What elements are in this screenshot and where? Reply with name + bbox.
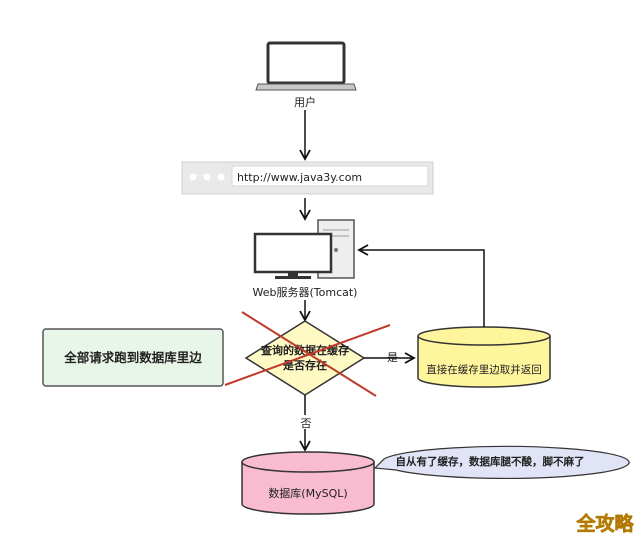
server-label: Web服务器(Tomcat) [253, 286, 358, 299]
decision-label-line1: 查询的数据在缓存 [261, 343, 349, 357]
no-label: 否 [301, 417, 312, 430]
all-requests-to-db-label: 全部请求跑到数据库里边 [63, 350, 202, 365]
decision-diamond [244, 320, 366, 396]
callout-text: 自从有了缓存，数据库腿不酸，脚不麻了 [396, 455, 585, 468]
all-requests-to-db-box [42, 328, 224, 387]
cache-cylinder [417, 326, 551, 388]
callout-bubble [373, 445, 630, 479]
decision-label-line2: 是否存在 [282, 358, 327, 372]
url-field [231, 165, 429, 187]
yes-label: 是 [387, 351, 398, 364]
server-icon [253, 219, 355, 279]
arrow-cache-to-server [357, 244, 485, 327]
browser-dot-icon [217, 173, 225, 181]
no-label-bg [298, 415, 314, 429]
cross-line [224, 324, 391, 386]
cache-label: 直接在缓存里边取并返回 [426, 363, 542, 376]
database-label: 数据库(MySQL) [268, 486, 347, 500]
url-text: http://www.java3y.com [237, 171, 362, 184]
user-label: 用户 [294, 95, 316, 109]
browser-dot-icon [189, 173, 197, 181]
browser-dot-icon [203, 173, 211, 181]
watermark: 全攻略 [575, 512, 634, 535]
browser-bar [181, 161, 434, 195]
database-cylinder [241, 451, 375, 515]
laptop-icon [255, 41, 357, 91]
